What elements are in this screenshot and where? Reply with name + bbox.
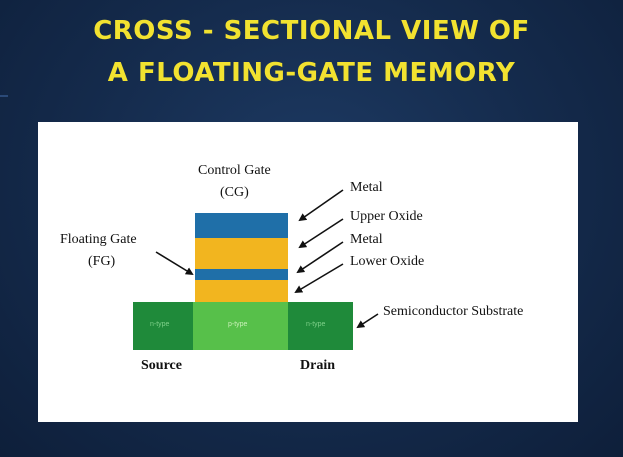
n-type-left-label: n-type [150,321,170,328]
control-gate-label: Control Gate [198,163,271,178]
floating-gate-label: Floating Gate [60,232,137,247]
slide-edge-mark [0,95,8,97]
control-gate-abbrev: (CG) [220,185,249,200]
metal-mid-label: Metal [350,232,383,247]
lower-oxide-layer [195,280,288,302]
arrow-lower-oxide [294,263,344,294]
p-type-channel-label: p-type [228,321,248,328]
substrate-channel-region [193,302,288,350]
control-gate-metal-layer [195,213,288,238]
substrate-left-region [133,302,193,350]
lower-oxide-label: Lower Oxide [350,254,425,269]
diagram-panel: n-type p-type n-type Control Gate (CG) F… [38,122,578,422]
drain-label: Drain [300,358,335,373]
metal-top-label: Metal [350,180,383,195]
arrow-substrate [356,313,379,329]
arrow-metal-top [298,189,344,222]
floating-gate-abbrev: (FG) [88,254,116,269]
upper-oxide-layer [195,238,288,269]
floating-gate-metal-layer [195,269,288,280]
callout-arrows [155,189,379,329]
slide-title-line-1: CROSS - SECTIONAL VIEW OF [93,16,530,46]
source-label: Source [141,358,182,373]
n-type-right-label: n-type [306,321,326,328]
substrate-right-region [288,302,353,350]
arrow-floating-gate [155,251,194,276]
arrow-metal-mid [296,241,344,274]
arrow-upper-oxide [298,218,344,249]
slide-title-line-2: A FLOATING-GATE MEMORY [107,58,516,88]
substrate-label: Semiconductor Substrate [383,304,524,319]
upper-oxide-label: Upper Oxide [350,209,423,224]
